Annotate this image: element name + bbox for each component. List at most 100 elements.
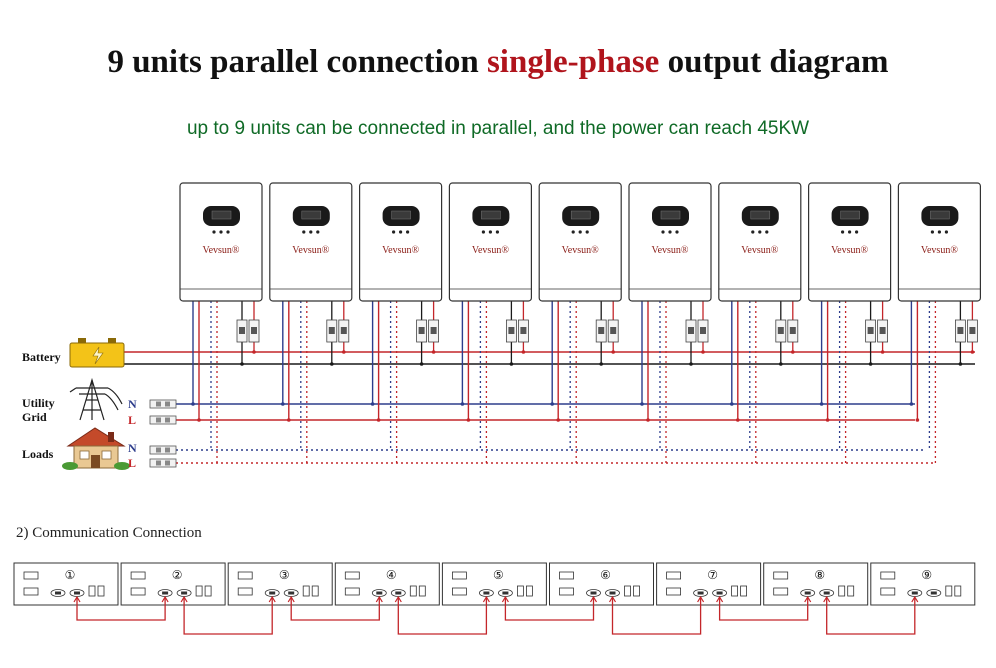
inverter-unit: Vevsun® — [448, 182, 532, 302]
title-highlight: single-phase — [486, 44, 660, 80]
brand-label: Vevsun® — [202, 245, 239, 256]
inverter-units-layer: Vevsun® Vevsun® Vevsun® Vevsun® Vevsun® Vevsu… — [179, 182, 982, 343]
comm-panel-body — [334, 562, 440, 606]
breaker-icon — [428, 319, 440, 343]
loads-l-label: L — [128, 456, 136, 470]
indicator-led — [302, 230, 306, 234]
link-arrow — [501, 595, 509, 603]
inverter-body — [897, 182, 982, 302]
comm-panel-body — [441, 562, 547, 606]
unit-number: ⑨ — [921, 568, 932, 582]
grid-n-label: N — [128, 397, 137, 411]
brand-label: Vevsun® — [651, 245, 688, 256]
inverter-unit: Vevsun® — [179, 182, 263, 302]
parallel-comm-link — [718, 597, 809, 621]
rj45-port-icon — [800, 589, 816, 597]
breaker-icon — [505, 319, 517, 343]
link-arrow — [608, 595, 617, 603]
inverter-unit: Vevsun® — [807, 182, 892, 302]
indicator-led — [226, 230, 230, 234]
parallel-comm-link — [183, 597, 273, 635]
indicator-led — [219, 230, 223, 234]
rj45-port-icon — [712, 589, 727, 597]
diagram-title: 9 units parallel connection single-phase… — [0, 44, 996, 81]
grid-label: Grid — [22, 410, 47, 424]
indicator-led — [751, 230, 755, 234]
battery-icon — [69, 338, 125, 368]
brand-label: Vevsun® — [562, 245, 599, 256]
link-arrow — [287, 595, 295, 603]
inverter-unit: Vevsun® — [538, 182, 622, 302]
indicator-led — [392, 230, 396, 234]
sources-layer: Battery Utility Grid Loads — [22, 338, 137, 470]
unit-number: ⑥ — [600, 568, 611, 582]
parallel-comm-link — [76, 597, 166, 621]
brand-label: Vevsun® — [292, 245, 329, 256]
unit-number: ① — [65, 568, 76, 582]
unit-number: ⑤ — [493, 568, 504, 582]
indicator-led — [937, 230, 942, 234]
comm-unit-panel: ⑦ — [656, 562, 762, 606]
breaker-icon — [685, 319, 697, 343]
breaker-icon — [416, 319, 428, 343]
rj45-port-icon — [371, 589, 387, 597]
inverter-unit: Vevsun® — [897, 182, 982, 302]
comm-unit-panel: ① — [13, 562, 119, 606]
comm-unit-panel: ⑨ — [870, 562, 976, 606]
brand-label: Vevsun® — [382, 245, 419, 256]
inverter-body — [269, 182, 353, 302]
breaker-icon — [877, 319, 888, 343]
inverter-body — [179, 182, 263, 302]
indicator-led — [309, 230, 313, 234]
link-arrow — [180, 595, 188, 603]
comm-unit-panel: ④ — [334, 562, 440, 606]
link-arrow — [375, 595, 383, 603]
utility-label: Utility — [22, 396, 55, 410]
comm-panel-body — [549, 562, 654, 606]
indicator-led — [855, 230, 859, 234]
inverter-unit: Vevsun® — [628, 182, 712, 302]
comm-panel-body — [656, 562, 762, 606]
comm-unit-panel: ⑧ — [763, 562, 869, 606]
breaker-icon — [149, 399, 177, 409]
comm-unit-panel: ⑤ — [441, 562, 547, 606]
indicator-led — [675, 230, 679, 234]
indicator-led — [488, 230, 492, 234]
unit-number: ③ — [279, 568, 290, 582]
brand-label: Vevsun® — [472, 245, 509, 256]
link-arrow — [589, 595, 598, 603]
inverter-unit: Vevsun® — [269, 182, 353, 302]
rj45-port-icon — [693, 589, 708, 597]
breaker-icon — [967, 319, 978, 343]
battery-label: Battery — [22, 350, 61, 364]
breaker-icon — [697, 319, 709, 343]
rj45-port-icon — [497, 589, 513, 597]
loads-label: Loads — [22, 447, 54, 461]
unit-number: ④ — [386, 568, 397, 582]
indicator-led — [212, 230, 216, 234]
comm-unit-panel: ③ — [227, 562, 333, 606]
parallel-comm-link — [504, 597, 595, 621]
brand-label: Vevsun® — [831, 245, 868, 256]
breaker-icon — [865, 319, 876, 343]
breaker-icon — [149, 445, 177, 455]
breaker-icon — [595, 319, 607, 343]
indicator-led — [930, 230, 935, 234]
link-arrow — [73, 595, 81, 603]
rj45-port-icon — [586, 589, 601, 597]
rj45-port-icon — [478, 589, 494, 597]
indicator-led — [585, 230, 589, 234]
link-arrow — [804, 595, 812, 603]
inverter-body — [628, 182, 712, 302]
indicator-led — [571, 230, 575, 234]
link-arrow — [394, 595, 402, 603]
indicator-led — [848, 230, 852, 234]
link-arrow — [482, 595, 490, 603]
rj45-port-icon — [264, 589, 280, 597]
wires-layer — [124, 301, 975, 468]
rj45-port-icon — [157, 589, 173, 597]
rj45-port-icon — [819, 589, 835, 597]
breaker-icon — [149, 415, 177, 425]
parallel-comm-link — [397, 597, 488, 635]
inverter-body — [718, 182, 802, 302]
